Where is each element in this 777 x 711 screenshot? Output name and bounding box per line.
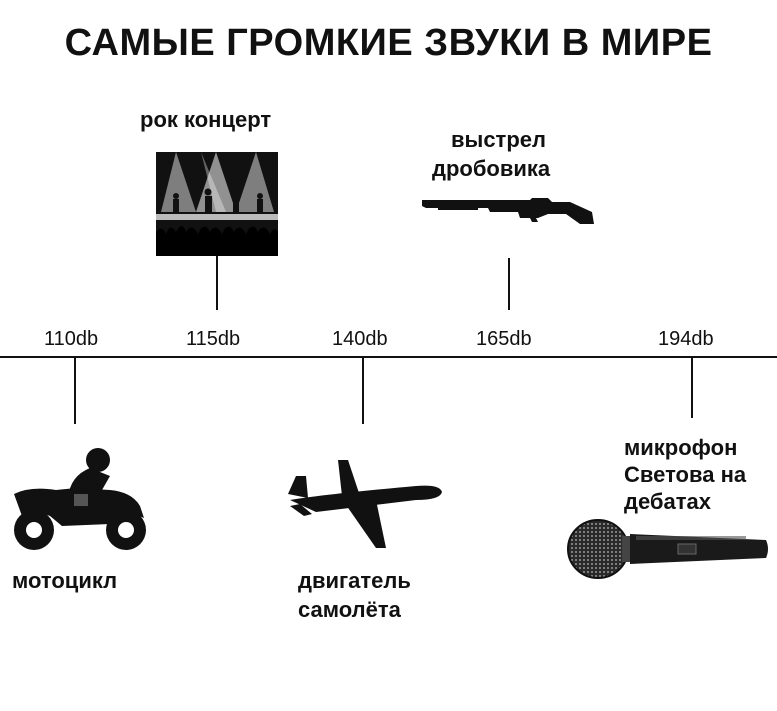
label-shotgun-line2: дробовика <box>432 156 551 181</box>
scale-axis <box>0 356 777 358</box>
label-mic-line1: микрофон <box>624 435 738 460</box>
label-mic-line3: дебатах <box>624 489 711 514</box>
scale-label-165: 165db <box>476 328 532 350</box>
scale-label-110: 110db <box>44 328 99 350</box>
connector-shotgun <box>508 258 510 310</box>
label-motorcycle: мотоцикл <box>12 568 118 593</box>
label-shotgun-line1: выстрел <box>451 127 546 152</box>
label-plane-line2: самолёта <box>298 597 401 622</box>
motorcycle-icon <box>10 446 150 552</box>
connector-rock <box>216 256 218 310</box>
label-rock-concert: рок концерт <box>140 107 272 132</box>
concert-image <box>156 152 278 256</box>
microphone-icon <box>566 518 772 580</box>
shotgun-icon <box>420 192 596 228</box>
scale-label-194: 194db <box>658 328 714 350</box>
airplane-icon <box>286 456 444 552</box>
page-title: САМЫЕ ГРОМКИЕ ЗВУКИ В МИРЕ <box>64 22 713 64</box>
connector-moto <box>74 358 76 424</box>
connector-mic <box>691 358 693 418</box>
label-plane-line1: двигатель <box>298 568 411 593</box>
scale-label-140: 140db <box>332 328 388 350</box>
scale-label-115: 115db <box>186 328 241 350</box>
connector-plane <box>362 358 364 424</box>
label-mic-line2: Светова на <box>624 462 747 487</box>
